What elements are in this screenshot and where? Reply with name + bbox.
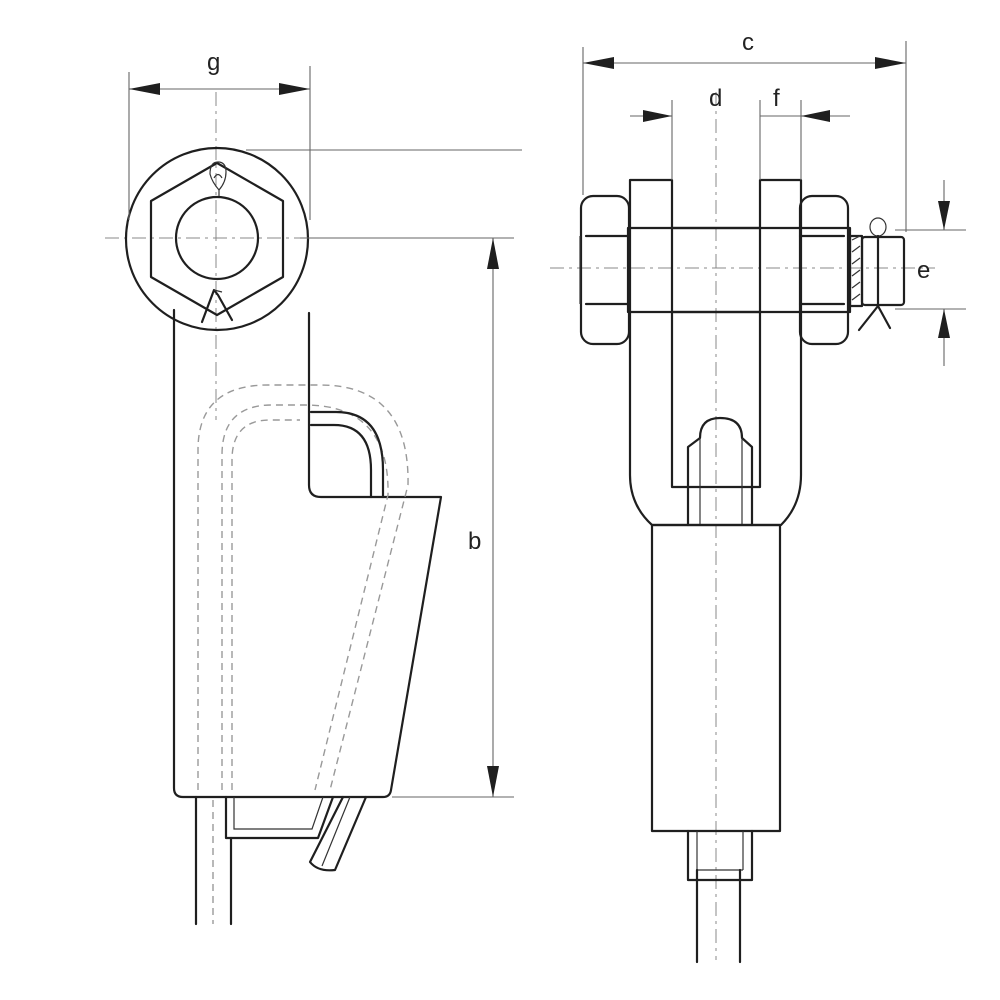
rope-dead-end-strand: [321, 796, 351, 867]
dimension-e-label: e: [917, 257, 930, 284]
rope-dead-end: [308, 795, 368, 872]
dimension-d-label: d: [709, 85, 722, 112]
dimension-f-label: f: [773, 85, 780, 112]
dimension-b: [246, 149, 522, 798]
clevis-outer: [628, 178, 803, 527]
pin-nut-hex: [798, 194, 850, 346]
side-view: g b: [105, 49, 522, 926]
dimension-d: [630, 100, 761, 180]
wedge-loop-inner: [309, 423, 373, 499]
pin-head-hex: [579, 194, 631, 346]
dimension-f: [760, 100, 850, 180]
hidden-rope-inner-2: [231, 419, 300, 790]
dimension-c: [582, 41, 907, 232]
socket-basket: [650, 523, 782, 833]
cotter-pin-front-icon: [857, 217, 892, 332]
dimension-b-label: b: [468, 528, 481, 555]
wedge-tail-inner: [233, 796, 324, 830]
wedge-front-top: [686, 416, 754, 527]
cotter-pin-top-icon: [209, 161, 227, 196]
dimension-g: [128, 66, 311, 220]
dimension-e: [895, 180, 966, 366]
front-view: c d f e: [550, 29, 966, 964]
wedge-front-tail: [686, 829, 754, 882]
socket-body-outline: [172, 308, 443, 799]
cotter-pin-legs-icon: [200, 288, 234, 324]
pin-thread: [848, 234, 864, 308]
head-circle: [124, 146, 310, 332]
wedge-loop: [309, 410, 385, 499]
pin-shaft: [626, 226, 852, 314]
hex-nut: [149, 161, 285, 317]
hidden-rope-outer: [197, 384, 409, 791]
pin-bore: [174, 195, 260, 281]
wedge-tail: [224, 795, 335, 840]
hidden-rope-inner-1: [221, 404, 389, 791]
dimension-c-label: c: [742, 29, 754, 56]
dimension-g-label: g: [207, 49, 220, 76]
pin-tip: [860, 235, 906, 307]
